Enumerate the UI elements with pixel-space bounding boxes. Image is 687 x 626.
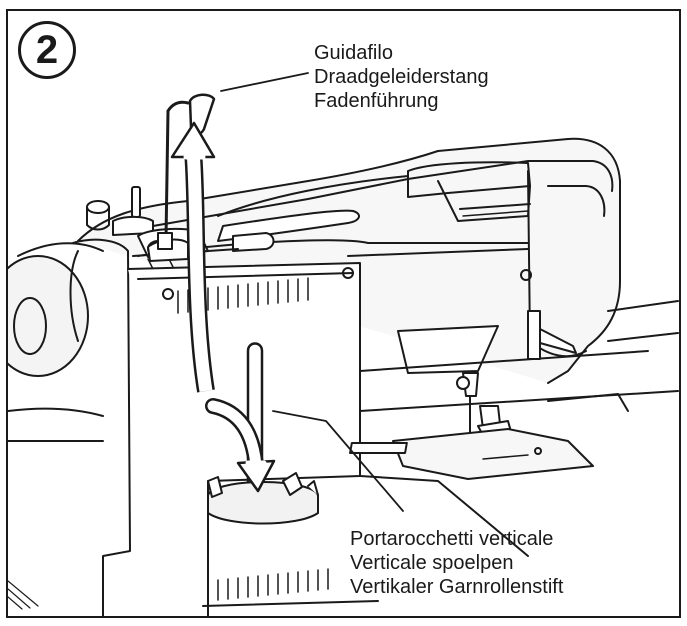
callout-line: Guidafilo [314, 42, 393, 64]
vent-top [177, 277, 309, 314]
needle-area [349, 269, 679, 557]
corner-mark-icon [8, 580, 39, 610]
sewing-machine-illustration [8, 72, 679, 616]
arrow-up [170, 121, 216, 393]
callout-line: Portarocchetti verticale [350, 528, 554, 550]
callout-line: Verticale spoelpen [350, 552, 514, 574]
arrow-down [205, 398, 276, 493]
leader-spool-pin [272, 410, 404, 512]
callout-thread-guide: Guidafilo Draadgeleiderstang Fadenführun… [314, 41, 489, 113]
callout-spool-pin: Portarocchetti verticale Verticale spoel… [350, 527, 563, 599]
vent-bottom [207, 568, 329, 602]
diagram-frame: 2 Guidafilo Draadgeleiderstang Fadenführ… [6, 9, 681, 618]
callout-line: Draadgeleiderstang [314, 66, 489, 88]
machine-body-left [8, 186, 275, 616]
step-number: 2 [35, 27, 59, 72]
step-number-badge: 2 [18, 21, 76, 79]
callout-line: Fadenführung [314, 90, 439, 112]
leader-thread-guide [220, 72, 309, 92]
spool-pin [207, 342, 319, 525]
callout-line: Vertikaler Garnrollenstift [350, 576, 564, 598]
